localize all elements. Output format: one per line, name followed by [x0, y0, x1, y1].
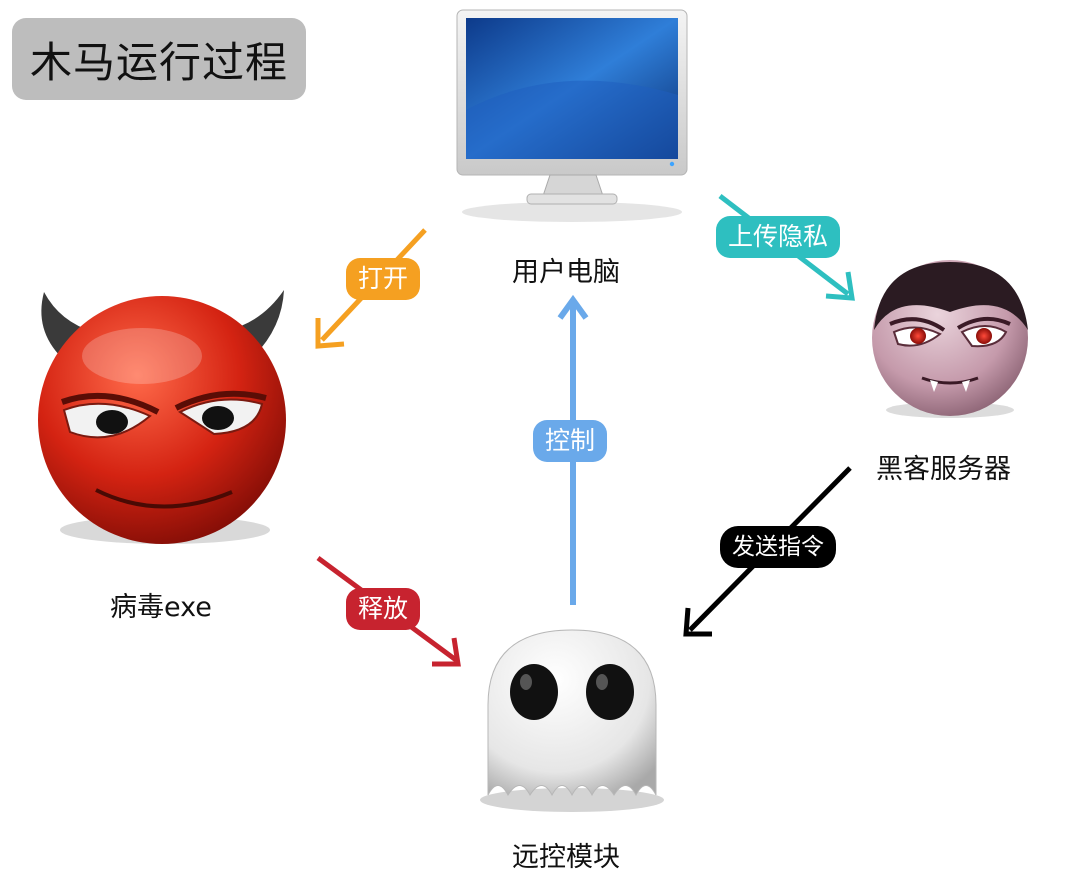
edge-open-label: 打开 [346, 258, 421, 300]
diagram-title: 木马运行过程 [12, 18, 306, 100]
computer-label: 用户电脑 [512, 257, 620, 288]
devil-face-icon [38, 290, 286, 544]
ghost-icon [480, 629, 664, 812]
edge-command-label: 发送指令 [720, 526, 836, 568]
edge-control-label: 控制 [533, 420, 608, 462]
computer-monitor-icon [456, 9, 688, 222]
virus-label: 病毒exe [110, 592, 212, 623]
vampire-face-icon [872, 260, 1028, 418]
edge-upload-label: 上传隐私 [716, 216, 841, 258]
edge-release-label: 释放 [346, 588, 421, 630]
hacker-server-label: 黑客服务器 [876, 454, 1011, 485]
remote-module-label: 远控模块 [512, 842, 620, 873]
